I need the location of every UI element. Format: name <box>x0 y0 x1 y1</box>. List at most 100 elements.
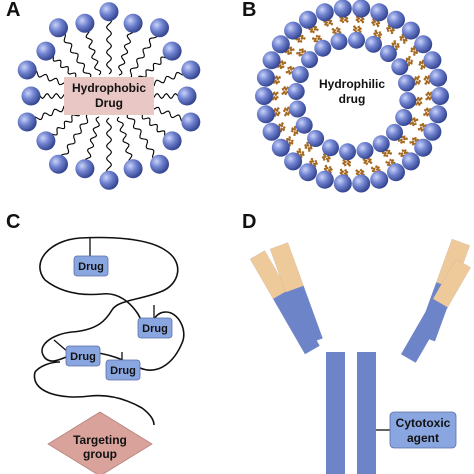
bilayer-tail <box>412 49 419 56</box>
inner-head-sphere <box>287 83 305 100</box>
bilayer-tail <box>412 137 420 142</box>
bilayer-tail <box>299 151 305 159</box>
bilayer-tail <box>325 155 331 163</box>
inner-head-sphere <box>301 51 318 69</box>
bilayer-tail <box>415 96 423 102</box>
bilayer-tail <box>377 31 383 39</box>
micelle-tail <box>105 11 113 75</box>
panel-c-polymer-conjugate: C Drug Drug Drug Drug Targeting group <box>6 211 185 474</box>
outer-head-sphere <box>284 21 303 40</box>
panel-d-letter: D <box>242 211 256 233</box>
outer-head-sphere <box>431 87 449 105</box>
micelle-head-sphere <box>75 13 95 33</box>
bilayer-tail <box>401 149 409 155</box>
inner-head-sphere <box>307 130 325 147</box>
outer-head-sphere <box>429 105 448 124</box>
polymer-backbone <box>33 236 185 426</box>
panel-a-micelle: A Hydrophobic Drug <box>6 0 201 190</box>
bilayer-tail <box>398 138 405 144</box>
bilayer-tail <box>283 111 291 117</box>
bilayer-tail <box>370 18 377 26</box>
bilayer-tail <box>418 59 425 66</box>
right-light-chain <box>401 259 471 363</box>
outer-head-sphere <box>271 138 290 157</box>
bilayer-tail <box>315 34 323 41</box>
bilayer-tail <box>375 165 381 173</box>
outer-head-sphere <box>370 170 389 189</box>
inner-head-sphere <box>391 58 409 76</box>
bilayer-tail <box>394 43 400 50</box>
bilayer-tail <box>279 60 287 66</box>
bilayer-tail <box>304 142 310 149</box>
micelle-head-sphere <box>150 154 169 174</box>
outer-head-sphere <box>414 35 433 54</box>
bilayer-tail <box>385 148 392 156</box>
bilayer-tail <box>419 63 427 70</box>
inner-head-sphere <box>289 100 306 118</box>
inner-head-sphere <box>295 116 313 134</box>
bilayer-tail <box>425 95 433 101</box>
targeting-label-line2: group <box>83 447 117 461</box>
bilayer-tail <box>409 121 417 127</box>
drug-label-1: Drug <box>78 261 104 273</box>
inner-head-sphere <box>365 35 382 53</box>
bilayer-tail <box>417 126 425 132</box>
bilayer-tail <box>425 91 433 97</box>
outer-head-sphere <box>333 174 352 193</box>
bilayer-tail <box>423 111 431 117</box>
bilayer-tail <box>312 25 319 32</box>
drug-box-3 <box>65 345 101 367</box>
bilayer-tail <box>299 48 306 54</box>
bilayer-tail <box>339 15 345 24</box>
bilayer-tail <box>281 86 290 91</box>
bilayer-tail <box>355 169 361 177</box>
micelle-head-sphere <box>177 86 197 106</box>
cytotoxic-label-line1: Cytotoxic <box>396 416 451 430</box>
drug-label-4: Drug <box>110 365 136 377</box>
bilayer-tail <box>285 136 292 143</box>
bilayer-tail <box>352 25 358 33</box>
bilayer-tail <box>399 33 405 41</box>
hydrophilic-label-line1: Hydrophilic <box>319 77 385 91</box>
micelle-head-sphere <box>123 159 143 179</box>
bilayer-tail <box>282 106 290 113</box>
bilayer-tail <box>327 166 334 174</box>
hydrophobic-label-line1: Hydrophobic <box>72 81 146 95</box>
bilayer-tail <box>272 79 280 85</box>
bilayer-tail <box>287 46 295 52</box>
outer-head-sphere <box>423 122 442 141</box>
cytotoxic-label-line2: agent <box>407 431 439 445</box>
bilayer-tail <box>419 122 427 128</box>
bilayer-tail <box>407 59 414 67</box>
bilayer-tail <box>281 90 289 96</box>
bilayer-tail <box>331 27 337 35</box>
bilayer-tail <box>295 37 303 43</box>
bilayer-tail <box>287 65 295 71</box>
bilayer-tail <box>355 15 361 23</box>
inner-head-sphere <box>339 143 356 161</box>
bilayer-tail <box>400 135 408 141</box>
bilayer-tails <box>271 15 433 177</box>
micelle-tail <box>127 27 160 79</box>
inner-head-sphere <box>291 66 309 83</box>
inner-head-sphere <box>379 45 397 62</box>
bilayer-tail <box>277 122 285 129</box>
drug-box-2 <box>137 317 173 339</box>
bilayer-tail <box>370 166 377 174</box>
inner-head-sphere <box>395 109 413 126</box>
bilayer-tail <box>296 51 304 57</box>
outer-head-sphere <box>256 68 275 87</box>
micelle-head-sphere <box>49 154 68 174</box>
micelle-tail <box>126 113 161 165</box>
micelle-head-sphere <box>21 86 41 106</box>
micelle-head-sphere <box>181 60 201 80</box>
outer-head-sphere <box>387 163 405 182</box>
bilayer-tail <box>381 151 389 158</box>
micelle-head-sphere <box>36 131 56 151</box>
targeting-label-line1: Targeting <box>73 433 127 447</box>
bilayer-tail <box>273 75 281 81</box>
bilayer-tail <box>411 117 419 123</box>
micelle-head-sphere <box>150 18 169 38</box>
outer-head-sphere <box>423 51 442 70</box>
micelle-head-sphere <box>162 41 182 61</box>
